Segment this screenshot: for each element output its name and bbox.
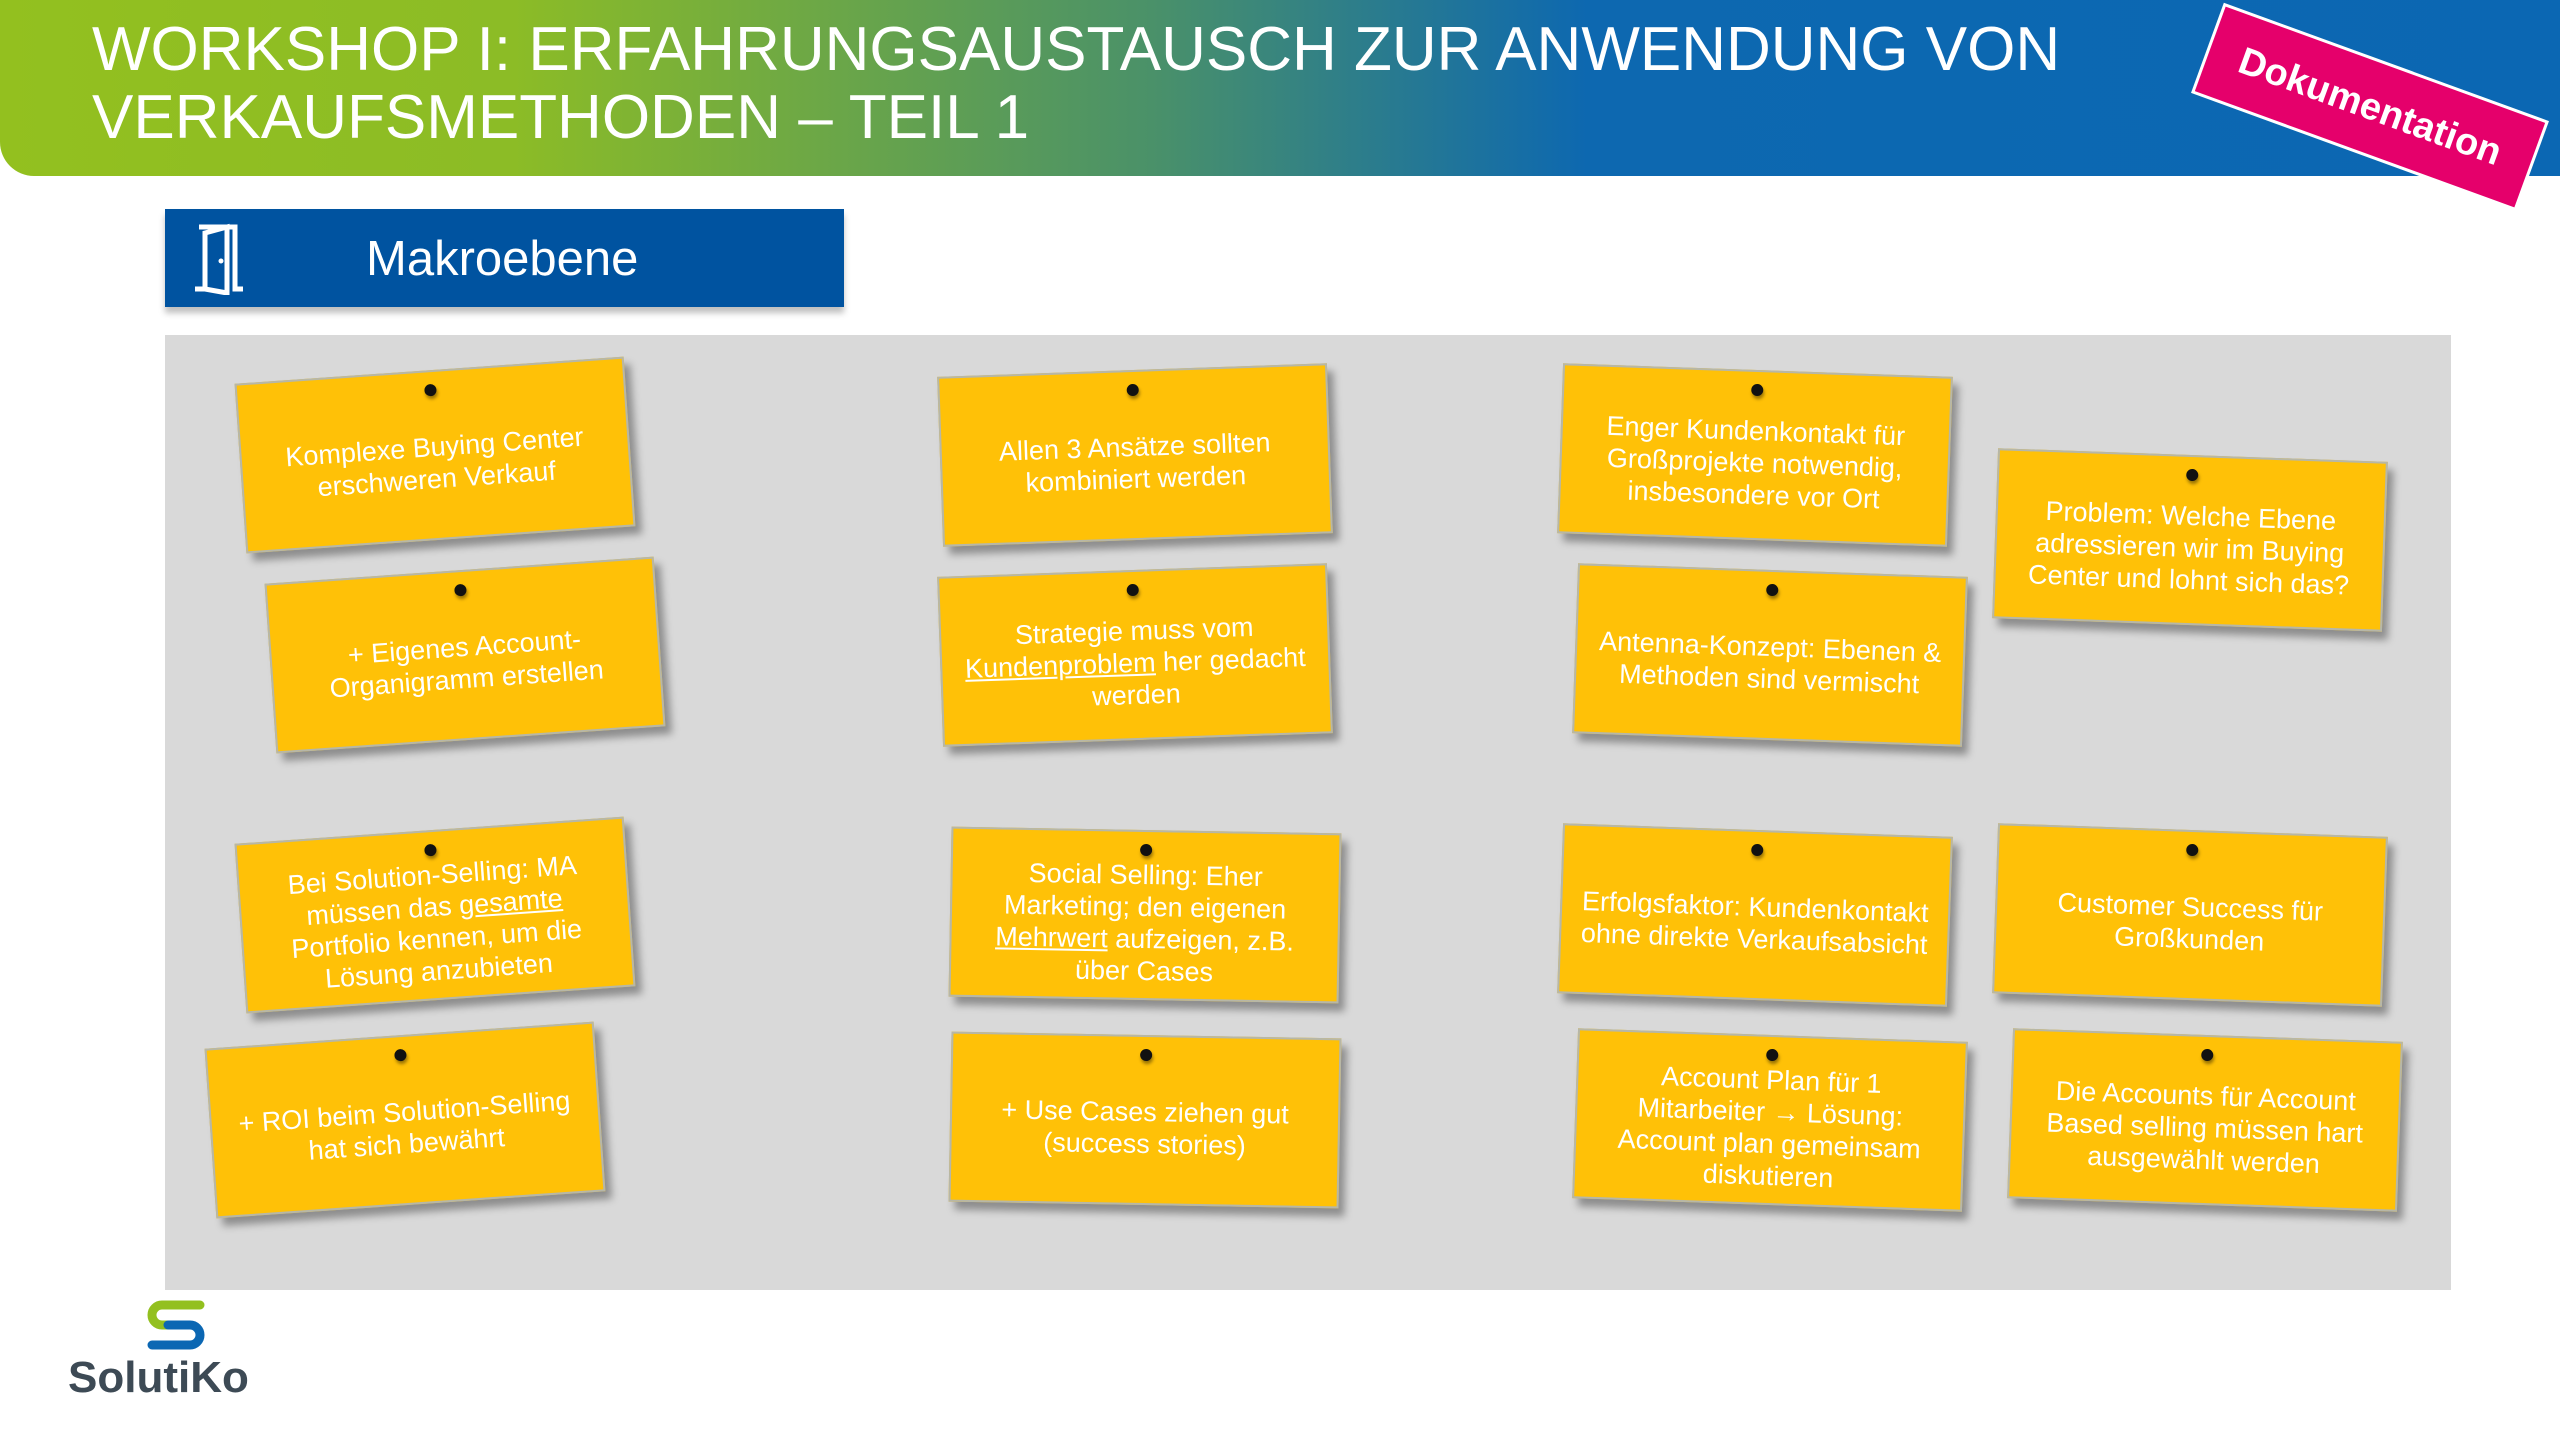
- pin-icon: [2186, 843, 2199, 857]
- solutiko-logo: SolutiKo: [68, 1295, 288, 1410]
- sticky-note: Strategie muss vom Kundenproblem her ged…: [937, 563, 1333, 747]
- note-text: Strategie muss vom Kundenproblem her ged…: [957, 609, 1314, 717]
- note-text: Problem: Welche Ebene adressieren wir im…: [2011, 494, 2368, 602]
- sticky-note: + Use Cases ziehen gut (success stories): [948, 1031, 1342, 1209]
- note-underlined-text: Mehrwert: [995, 921, 1109, 954]
- sticky-note: Customer Success für Großkunden: [1992, 823, 2388, 1007]
- note-text-part: + ROI beim Solution-Selling hat sich bew…: [237, 1085, 572, 1166]
- title-line-1: WORKSHOP I: ERFAHRUNGSAUSTAUSCH ZUR ANWE…: [92, 15, 2061, 84]
- note-text-part: Social Selling: Eher Marketing; den eige…: [1003, 857, 1287, 925]
- note-text-part: Problem: Welche Ebene adressieren wir im…: [2027, 495, 2350, 601]
- note-text: Bei Solution-Selling: MA müssen das gesa…: [255, 847, 617, 999]
- sticky-note: Antenna-Konzept: Ebenen & Methoden sind …: [1572, 563, 1968, 747]
- note-text-part: Account Plan für 1 Mitarbeiter → Lösung:…: [1617, 1061, 1922, 1194]
- note-text-part: Erfolgsfaktor: Kundenkontakt ohne direkt…: [1580, 885, 1930, 961]
- sticky-note: Allen 3 Ansätze sollten kombiniert werde…: [937, 363, 1333, 547]
- slide-title: WORKSHOP I: ERFAHRUNGSAUSTAUSCH ZUR ANWE…: [92, 16, 2060, 152]
- note-text: Allen 3 Ansätze sollten kombiniert werde…: [957, 425, 1313, 501]
- sticky-note: Komplexe Buying Center erschweren Verkau…: [234, 356, 636, 554]
- note-text: Customer Success für Großkunden: [2012, 885, 2368, 961]
- note-text-part: Customer Success für Großkunden: [2057, 887, 2324, 957]
- note-text: Antenna-Konzept: Ebenen & Methoden sind …: [1592, 625, 1948, 701]
- sticky-note: Enger Kundenkontakt für Großprojekte not…: [1557, 363, 1953, 547]
- note-text-part: aufzeigen, z.B. über Cases: [1074, 923, 1295, 988]
- note-text: + ROI beim Solution-Selling hat sich bew…: [227, 1084, 585, 1173]
- pin-icon: [1140, 843, 1153, 857]
- note-text: + Eigenes Account-Organigramm erstellen: [287, 619, 645, 708]
- note-text-part: + Use Cases ziehen gut (success stories): [1001, 1094, 1290, 1161]
- door-icon: [195, 223, 243, 295]
- pin-icon: [454, 583, 467, 597]
- sticky-note: + ROI beim Solution-Selling hat sich bew…: [204, 1021, 606, 1219]
- pin-icon: [2201, 1048, 2214, 1062]
- pin-icon: [1126, 383, 1139, 397]
- note-text: Die Accounts für Account Based selling m…: [2026, 1074, 2383, 1182]
- sticky-note: Social Selling: Eher Marketing; den eige…: [948, 826, 1342, 1004]
- section-label: Makroebene: [366, 232, 639, 286]
- slide-header: WORKSHOP I: ERFAHRUNGSAUSTAUSCH ZUR ANWE…: [0, 0, 2560, 176]
- note-text: Enger Kundenkontakt für Großprojekte not…: [1576, 409, 1933, 517]
- note-text-part: Antenna-Konzept: Ebenen & Methoden sind …: [1598, 626, 1942, 700]
- note-text: Social Selling: Eher Marketing; den eige…: [967, 856, 1323, 990]
- sticky-note: Die Accounts für Account Based selling m…: [2007, 1028, 2403, 1212]
- sticky-note: Account Plan für 1 Mitarbeiter → Lösung:…: [1572, 1028, 1968, 1212]
- note-text: Account Plan für 1 Mitarbeiter → Lösung:…: [1591, 1058, 1949, 1198]
- logo-mark-icon: [147, 1300, 205, 1350]
- sticky-note: + Eigenes Account-Organigramm erstellen: [264, 556, 666, 754]
- note-text: Erfolgsfaktor: Kundenkontakt ohne direkt…: [1577, 885, 1933, 961]
- pin-icon: [424, 383, 437, 397]
- note-text-part: Die Accounts für Account Based selling m…: [2045, 1075, 2364, 1180]
- sticky-note: Problem: Welche Ebene adressieren wir im…: [1992, 448, 2388, 632]
- note-text-part: Enger Kundenkontakt für Großprojekte not…: [1606, 410, 1906, 515]
- pin-icon: [394, 1048, 407, 1062]
- note-text-part: Komplexe Buying Center erschweren Verkau…: [284, 421, 585, 503]
- pin-icon: [2186, 468, 2199, 482]
- logo-text: SolutiKo: [68, 1353, 249, 1402]
- pin-icon: [1140, 1048, 1153, 1062]
- note-text-part: + Eigenes Account-Organigramm erstellen: [328, 623, 605, 704]
- section-banner: Makroebene: [165, 209, 844, 307]
- pin-icon: [424, 843, 437, 857]
- note-underlined-text: gesamte: [458, 883, 564, 921]
- pin-icon: [1126, 583, 1139, 597]
- title-line-2: VERKAUFSMETHODEN – TEIL 1: [92, 83, 1030, 152]
- pin-icon: [1766, 583, 1779, 597]
- sticky-note: Bei Solution-Selling: MA müssen das gesa…: [234, 816, 636, 1014]
- pin-icon: [1751, 383, 1764, 397]
- pin-icon: [1751, 843, 1764, 857]
- note-text: Komplexe Buying Center erschweren Verkau…: [257, 419, 615, 508]
- note-underlined-text: Kundenproblem: [964, 647, 1157, 684]
- sticky-note: Erfolgsfaktor: Kundenkontakt ohne direkt…: [1557, 823, 1953, 1007]
- note-text: + Use Cases ziehen gut (success stories): [967, 1093, 1322, 1163]
- note-text-part: Allen 3 Ansätze sollten kombiniert werde…: [998, 427, 1272, 498]
- pin-icon: [1766, 1048, 1779, 1062]
